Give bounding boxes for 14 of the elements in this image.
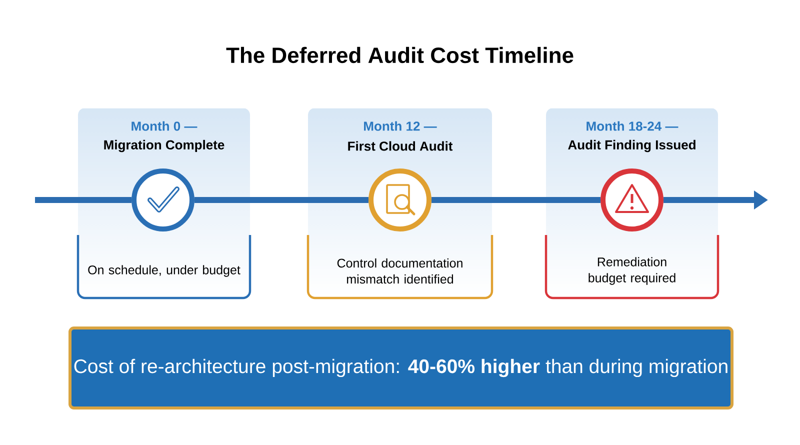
card-description: Control documentation mismatch identified [337,258,462,284]
title: The Deferred Audit Cost Timeline [226,46,574,64]
month-label: Month 0 — [132,121,198,131]
month-label: Month 12 — [364,121,437,131]
timeline-card [544,235,720,300]
card-heading: First Cloud Audit [348,141,453,151]
card-heading: Migration Complete [104,140,224,152]
timeline-card [306,235,494,300]
summary-box: Cost of re-architecture post-migration: 40-60% higher than during migration [68,326,734,410]
timeline-card [76,235,252,300]
month-label: Month 18-24 — [586,121,678,131]
card-heading: Audit Finding Issued [568,140,696,152]
card-description: Remediation budget required [588,257,676,285]
card-description: On schedule, under budget [88,265,240,277]
